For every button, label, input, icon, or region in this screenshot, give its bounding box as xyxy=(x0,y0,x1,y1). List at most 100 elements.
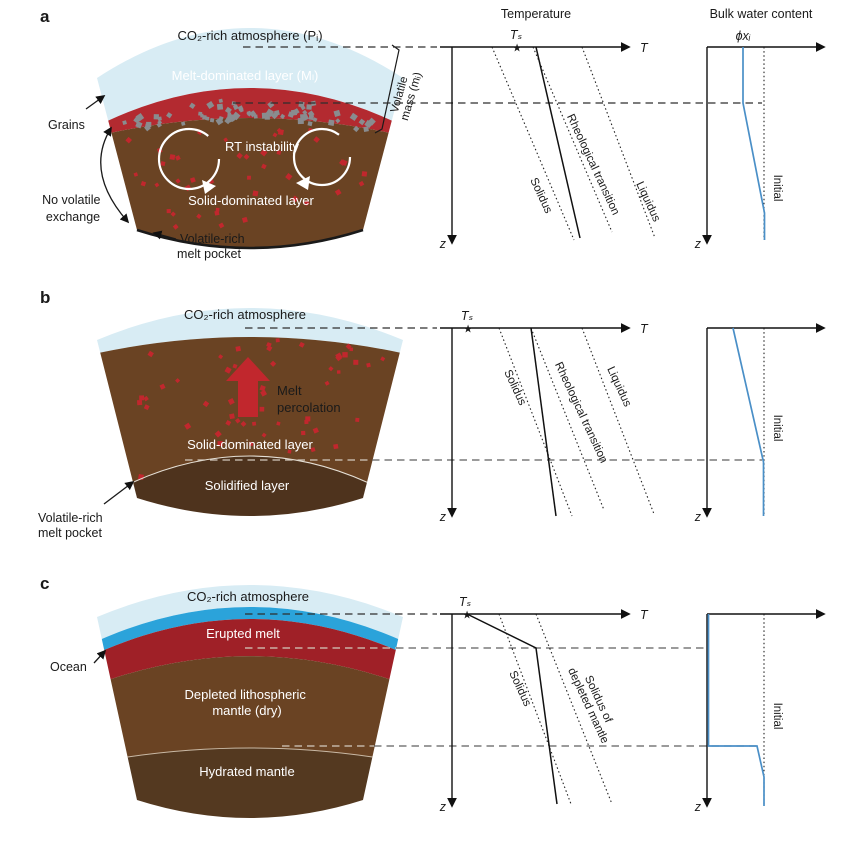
scatter-square xyxy=(218,116,224,122)
scatter-square xyxy=(214,430,222,438)
scatter-square xyxy=(189,102,196,110)
scatter-square xyxy=(235,345,242,352)
scatter-square xyxy=(303,200,310,206)
melt-pocket-arc xyxy=(136,228,364,250)
water-profile-line-b xyxy=(732,327,765,516)
liquidus-line-b xyxy=(581,327,655,515)
solidified-layer-b xyxy=(133,456,367,516)
scatter-square xyxy=(252,190,259,197)
scatter-square xyxy=(335,352,343,360)
scatter-square xyxy=(349,112,358,122)
scatter-square xyxy=(308,114,315,121)
depleted-solidus-label: Solidus of depleted mantle xyxy=(565,661,621,745)
z-axis-water-label-b: z xyxy=(694,510,702,524)
scatter-square xyxy=(133,172,139,177)
scatter-square xyxy=(205,116,210,121)
scatter-square xyxy=(334,188,342,196)
t-axis-label: T xyxy=(640,41,649,55)
scatter-square xyxy=(304,419,309,425)
water-plot-c: z Initial xyxy=(694,609,826,814)
water-profile-line-c xyxy=(707,614,765,806)
temp-profile-line-b xyxy=(530,327,557,517)
water-profile-line-a xyxy=(742,47,766,240)
scatter-square xyxy=(247,175,251,180)
scatter-square xyxy=(157,119,163,125)
melt-pocket-label-a: Volatile-rich melt pocket xyxy=(177,232,248,261)
scatter-square xyxy=(353,125,360,133)
scatter-square xyxy=(232,363,238,369)
melt-percolation-label: Melt percolation xyxy=(277,383,341,415)
scatter-square xyxy=(380,356,386,362)
scatter-square xyxy=(298,341,305,348)
scatter-square xyxy=(235,417,241,424)
scatter-square xyxy=(355,417,360,423)
scatter-square xyxy=(122,120,127,125)
melt-layer-a xyxy=(108,88,392,133)
scatter-square xyxy=(206,100,215,110)
scatter-square xyxy=(298,101,305,108)
t-axis-label-c: T xyxy=(640,608,649,622)
scatter-square xyxy=(240,420,247,427)
depleted-solidus-line xyxy=(535,613,613,805)
rt-arrow-right-icon xyxy=(292,127,352,187)
scatter-square xyxy=(243,153,250,160)
scatter-square xyxy=(140,180,147,187)
erupted-melt-label: Erupted melt xyxy=(206,626,280,641)
scatter-square xyxy=(189,177,196,183)
t-axis-label-b: T xyxy=(640,322,649,336)
water-plot-b: z Initial xyxy=(694,323,826,524)
atmosphere-label-a: CO₂-rich atmosphere (Pᵢ) xyxy=(177,28,322,43)
scatter-square xyxy=(166,209,171,214)
scatter-square xyxy=(237,105,244,112)
atmosphere-label-c: CO₂-rich atmosphere xyxy=(187,589,309,604)
scatter-square xyxy=(353,359,359,365)
grains-label: Grains xyxy=(48,118,85,132)
scatter-square xyxy=(214,210,220,216)
temp-profile-line-c xyxy=(466,613,558,805)
melt-percolation-arrow-icon xyxy=(226,357,270,417)
scatter-square xyxy=(363,126,369,133)
atmosphere-layer-b xyxy=(97,308,403,353)
scatter-square xyxy=(272,132,278,138)
scatter-square xyxy=(270,112,279,120)
solid-layer-label-b: Solid-dominated layer xyxy=(187,437,313,452)
scatter-square xyxy=(216,103,224,110)
scatter-square xyxy=(301,430,306,436)
scatter-square xyxy=(285,173,293,181)
panel-b: b CO₂-rich atmosphere Melt percolation S… xyxy=(38,288,826,540)
scatter-square xyxy=(349,347,354,352)
scatter-square xyxy=(175,378,181,384)
scatter-square xyxy=(172,223,179,230)
scatter-square xyxy=(266,345,273,352)
scatter-square xyxy=(175,178,181,184)
scatter-square xyxy=(252,421,257,426)
no-volatile-label: No volatile exchange xyxy=(42,193,104,224)
scatter-square xyxy=(196,213,202,219)
surface-temp-star-icon: ★ xyxy=(512,43,522,55)
z-axis-water-label: z xyxy=(694,237,702,251)
scatter-square xyxy=(229,413,235,420)
panel-c-letter: c xyxy=(40,574,49,593)
z-axis-label-b: z xyxy=(439,510,447,524)
melt-pocket-arrow-icon-b xyxy=(103,481,135,505)
scatter-square xyxy=(328,366,334,372)
melt-layer-label-a: Melt-dominated layer (Mₗ) xyxy=(172,68,319,83)
hydrated-mantle-label: Hydrated mantle xyxy=(199,764,294,779)
surface-temp-label-c: Tₛ xyxy=(459,595,472,609)
water-title: Bulk water content xyxy=(710,7,813,21)
scatter-square xyxy=(246,110,252,116)
scatter-square xyxy=(270,360,277,367)
scatter-square xyxy=(153,114,159,120)
depleted-mantle-layer xyxy=(110,656,390,757)
rt-arrowhead-left-icon xyxy=(202,180,216,194)
scatter-square xyxy=(275,338,280,343)
scatter-square xyxy=(143,395,149,402)
scatter-square xyxy=(184,422,192,430)
scatter-square xyxy=(169,154,176,161)
depleted-mantle-label: Depleted lithospheric mantle (dry) xyxy=(184,687,309,718)
solidified-boundary xyxy=(132,455,368,483)
panel-b-letter: b xyxy=(40,288,50,307)
melt-pocket-label-b: Volatile-rich melt pocket xyxy=(38,511,106,540)
annotations-c: Ocean xyxy=(50,649,107,674)
scatter-square xyxy=(260,389,268,397)
